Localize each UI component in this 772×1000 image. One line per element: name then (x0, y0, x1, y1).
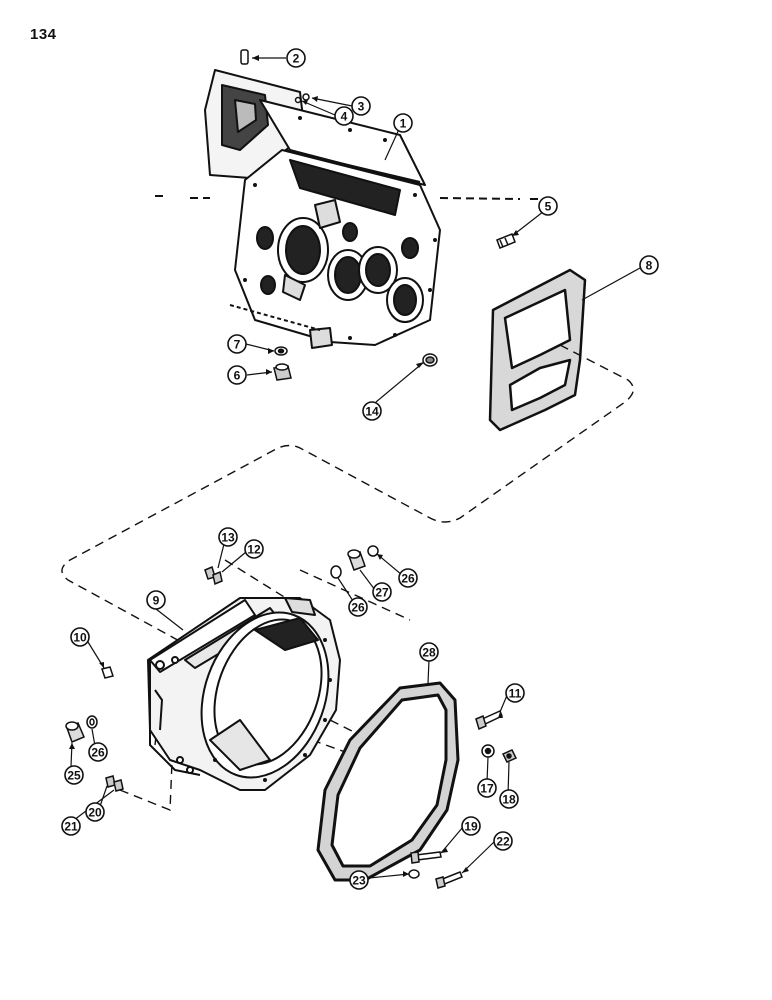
stud-part-5 (496, 233, 516, 249)
svg-text:18: 18 (502, 793, 516, 807)
callout-12: 12 (244, 539, 264, 559)
lockwasher-part-17 (481, 744, 495, 758)
svg-text:20: 20 (88, 806, 102, 820)
callout-4: 4 (334, 106, 354, 126)
washer-part-26-left (86, 715, 98, 729)
callout-20: 20 (85, 802, 105, 822)
callout-25: 25 (64, 765, 84, 785)
bolt-part-22 (435, 871, 463, 889)
cover-gasket (488, 268, 587, 432)
callout-5: 5 (538, 196, 558, 216)
svg-text:6: 6 (234, 369, 241, 383)
svg-text:19: 19 (464, 820, 478, 834)
svg-text:10: 10 (73, 631, 87, 645)
callout-27: 27 (372, 582, 392, 602)
clutch-housing (147, 597, 341, 791)
callout-8: 8 (639, 255, 659, 275)
svg-text:28: 28 (422, 646, 436, 660)
svg-text:25: 25 (67, 769, 81, 783)
svg-text:14: 14 (365, 405, 379, 419)
svg-text:26: 26 (351, 601, 365, 615)
callout-11: 11 (505, 683, 525, 703)
dowel-part-10 (101, 666, 114, 679)
nut-part-6 (273, 363, 292, 381)
svg-text:26: 26 (401, 572, 415, 586)
svg-text:9: 9 (153, 594, 160, 608)
svg-text:17: 17 (480, 782, 494, 796)
callout-14: 14 (362, 401, 382, 421)
callout-26-middle: 26 (348, 597, 368, 617)
svg-text:22: 22 (496, 835, 510, 849)
callout-19: 19 (461, 816, 481, 836)
callout-26-left: 26 (88, 742, 108, 762)
callout-23: 23 (349, 870, 369, 890)
svg-text:3: 3 (358, 100, 365, 114)
callout-3: 3 (351, 96, 371, 116)
svg-text:2: 2 (293, 52, 300, 66)
assembly-guide-lines (61, 344, 634, 812)
callout-7: 7 (227, 334, 247, 354)
svg-text:7: 7 (234, 338, 241, 352)
callout-10: 10 (70, 627, 90, 647)
svg-text:26: 26 (91, 746, 105, 760)
callout-21: 21 (61, 816, 81, 836)
housing-gasket (316, 681, 460, 882)
leader-arrowheads (69, 55, 519, 877)
svg-text:12: 12 (247, 543, 261, 557)
plug-part-3 (294, 93, 310, 104)
bolt-part-19 (410, 851, 442, 864)
svg-text:13: 13 (221, 531, 235, 545)
washer-parts-26-right (330, 545, 379, 579)
callout-6: 6 (227, 365, 247, 385)
svg-text:5: 5 (545, 200, 552, 214)
svg-text:27: 27 (375, 586, 389, 600)
callout-18: 18 (499, 789, 519, 809)
nut-part-18 (501, 749, 518, 763)
callout-9: 9 (146, 590, 166, 610)
callout-22: 22 (493, 831, 513, 851)
svg-text:11: 11 (509, 687, 522, 701)
page-number: 134 (30, 26, 57, 43)
sleeve-part-27 (347, 549, 366, 571)
callout-28: 28 (419, 642, 439, 662)
svg-text:4: 4 (341, 110, 348, 124)
washer-part-7 (274, 346, 288, 356)
callout-17: 17 (477, 778, 497, 798)
callout-26-right: 26 (398, 568, 418, 588)
nut-parts-20-21 (105, 775, 124, 792)
transmission-housing (204, 69, 441, 349)
plug-part-14 (422, 353, 438, 367)
svg-text:8: 8 (646, 259, 653, 273)
svg-text:23: 23 (352, 874, 366, 888)
bolt-part-11 (475, 709, 503, 731)
callout-1: 1 (393, 113, 413, 133)
callout-2: 2 (286, 48, 306, 68)
svg-text:21: 21 (64, 820, 78, 834)
sleeve-part-25 (65, 721, 85, 743)
nut-parts-12-13 (204, 565, 223, 586)
callout-13: 13 (218, 527, 238, 547)
housing-centerline (155, 195, 545, 331)
svg-text:1: 1 (400, 117, 407, 131)
pin-part-2 (240, 49, 249, 65)
washer-part-23 (408, 869, 420, 879)
